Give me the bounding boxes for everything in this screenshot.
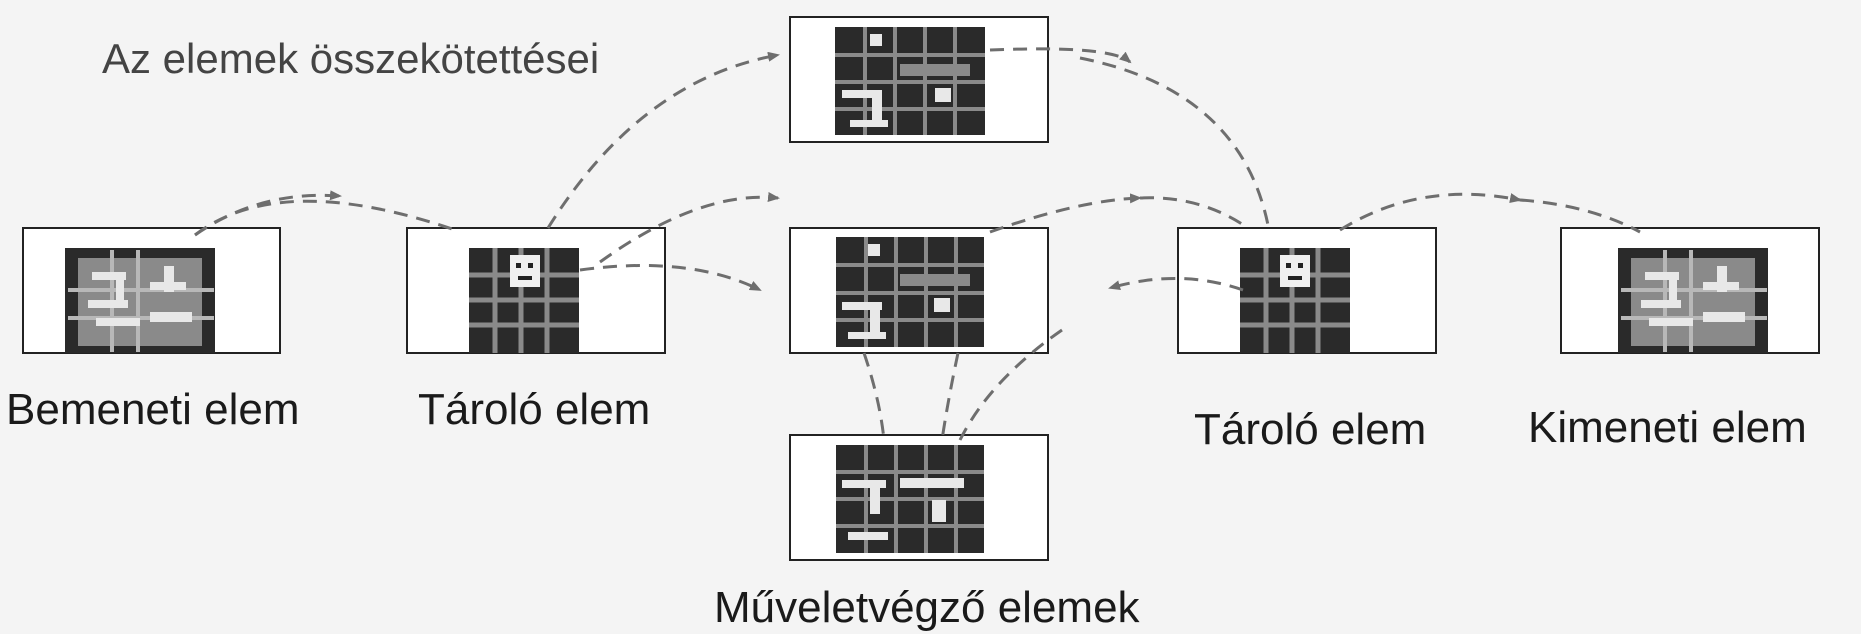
label-operation-elements: Műveletvégző elemek [714, 583, 1140, 632]
output-element-box [1560, 227, 1820, 354]
storage-element-box-left [406, 227, 666, 354]
connector-middle-to-bottom [862, 352, 886, 441]
operation-element-box-middle [789, 227, 1049, 354]
connector-storage-to-middle-lower [579, 264, 762, 292]
operation-element-box-top [789, 16, 1049, 143]
storage-element-box-right [1177, 227, 1437, 354]
connector-storage-to-top [546, 51, 780, 229]
diagram-title: Az elemek összekötettései [102, 35, 600, 82]
connector-storage-to-middle-upper [599, 192, 780, 264]
operation-element-box-bottom [789, 434, 1049, 561]
label-storage-element-right: Tároló elem [1194, 405, 1427, 454]
label-output-element: Kimeneti elem [1528, 403, 1807, 452]
label-storage-element-left: Tároló elem [418, 385, 651, 434]
connector-right-storage-to-middle [1108, 277, 1244, 292]
label-input-element: Bemeneti elem [6, 385, 300, 434]
connector-right-to-bottom [958, 328, 1063, 441]
connector-middle-to-right-storage [989, 193, 1142, 234]
connector-right-storage-to-output [1339, 192, 1522, 232]
input-element-box [22, 227, 281, 354]
connector-top-to-right-storage [989, 47, 1132, 64]
